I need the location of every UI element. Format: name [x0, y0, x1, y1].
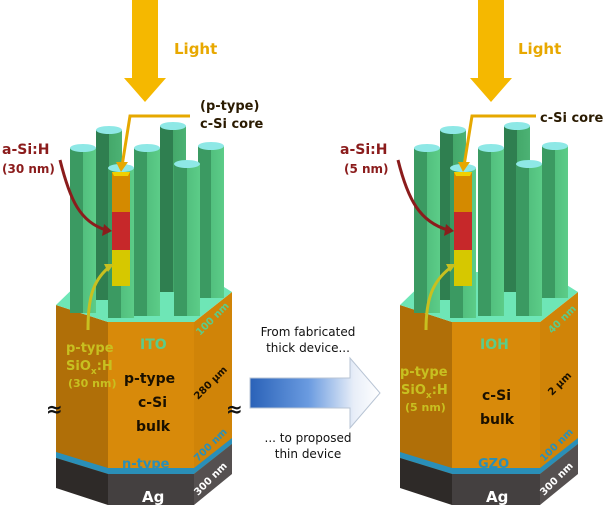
core-pointer-line: [462, 114, 536, 167]
siox-label: SiOx:H: [66, 359, 113, 377]
left-device: Light: [2, 0, 263, 506]
transition-top-line1: From fabricated: [261, 325, 356, 339]
bulk-left-face: [56, 305, 108, 488]
core-label-line2: c-Si core: [200, 117, 263, 132]
break-symbol-right-icon: ≈: [226, 397, 243, 421]
bulk-label-line2: bulk: [480, 412, 515, 428]
asih-pointer-line: [396, 159, 449, 232]
asih-label: a-Si:H: [340, 142, 387, 158]
core-pointer-line: [120, 114, 190, 167]
bulk-label-line2: c-Si: [138, 395, 167, 411]
core-shell-stack: [454, 172, 472, 286]
bulk-label-line1: p-type: [124, 371, 175, 387]
break-symbol-left-icon: ≈: [46, 397, 63, 421]
core-label-line1: c-Si core: [540, 111, 603, 126]
right-device: Light: [340, 0, 603, 506]
tco-label: ITO: [140, 337, 167, 353]
siox-pointer-line: [86, 266, 110, 331]
siox-pointer-line: [424, 266, 451, 331]
bulk-front-face: [108, 322, 194, 488]
transition-arrow-icon: [249, 356, 381, 430]
metal-label: Ag: [486, 488, 508, 506]
siox-thickness: (5 nm): [405, 401, 446, 414]
asih-pointer-arrowhead-icon: [444, 224, 454, 236]
siox-pointer-arrowhead-icon: [104, 264, 114, 272]
asih-pointer-arrowhead-icon: [102, 224, 112, 236]
core-pointer-arrowhead-icon: [458, 162, 470, 172]
core-pointer-arrowhead-icon: [116, 162, 128, 172]
light-label: Light: [518, 40, 561, 58]
siox-thickness: (30 nm): [68, 377, 117, 390]
light-arrow-icon: [124, 0, 166, 102]
asih-thickness: (5 nm): [344, 162, 389, 176]
bottom-layer-label: n-type: [122, 457, 170, 472]
transition-bottom-line2: thin device: [275, 447, 341, 461]
bulk-label-line3: bulk: [136, 419, 171, 435]
left-nanowires: [70, 122, 224, 318]
asih-thickness: (30 nm): [2, 162, 55, 176]
light-label: Light: [174, 40, 217, 58]
asih-label: a-Si:H: [2, 142, 49, 158]
tco-label: IOH: [480, 337, 509, 353]
siox-label: SiOx:H: [401, 383, 448, 401]
siox-pointer-arrowhead-icon: [446, 264, 456, 272]
core-shell-stack: [112, 172, 130, 286]
transition-bottom-line1: ... to proposed: [265, 431, 352, 445]
right-nanowires: [414, 122, 568, 318]
transition-top-line2: thick device...: [266, 341, 350, 355]
bottom-layer-label: GZO: [478, 457, 509, 472]
light-arrow-icon: [470, 0, 512, 102]
metal-label: Ag: [142, 488, 164, 506]
bulk-right-face: [194, 292, 232, 488]
asih-pointer-line: [58, 159, 107, 232]
siox-label-line1: p-type: [66, 341, 114, 356]
siox-label-line1: p-type: [400, 365, 448, 380]
bulk-label-line1: c-Si: [482, 388, 511, 404]
core-label-line1: (p-type): [200, 99, 259, 114]
transition: From fabricated thick device... ... to p…: [249, 325, 381, 461]
